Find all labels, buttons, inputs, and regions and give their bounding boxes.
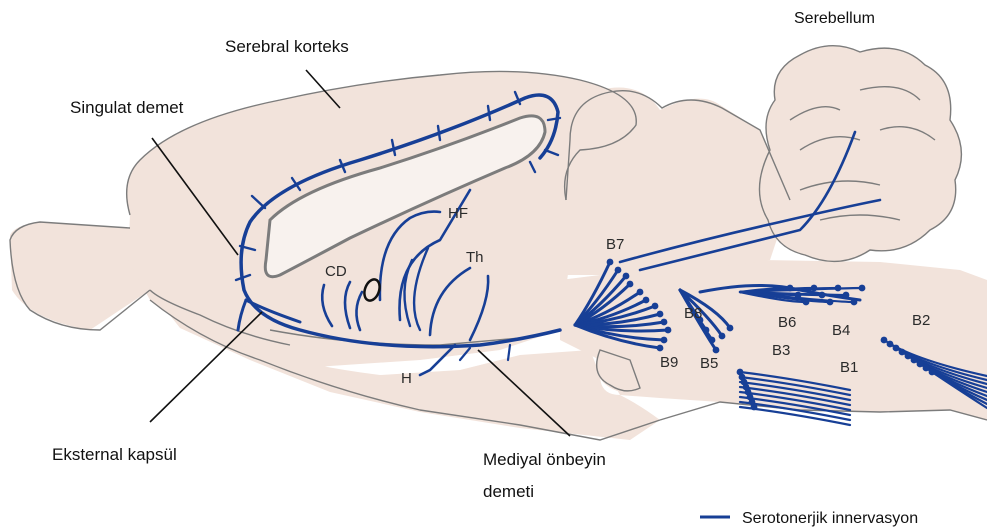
- raphe-cell: [887, 341, 894, 348]
- raphe-cell: [827, 299, 834, 306]
- raphe-cell: [893, 345, 900, 352]
- region-b6: B6: [778, 314, 796, 331]
- raphe-cell: [607, 259, 614, 266]
- raphe-cell: [661, 337, 668, 344]
- raphe-cell: [803, 299, 810, 306]
- cerebellum-label: Serebellum: [794, 10, 875, 27]
- region-b9: B9: [660, 354, 678, 371]
- raphe-cell: [657, 345, 664, 352]
- raphe-cell: [615, 267, 622, 274]
- region-b7: B7: [606, 236, 624, 253]
- raphe-cell: [819, 292, 826, 299]
- raphe-cell: [713, 347, 720, 354]
- legend-label: Serotonerjik innervasyon: [742, 510, 918, 527]
- region-b8: B8: [684, 305, 702, 322]
- raphe-cell: [652, 303, 659, 310]
- mfb-label-line2: demeti: [483, 482, 534, 501]
- raphe-cell: [661, 319, 668, 326]
- raphe-cell: [623, 273, 630, 280]
- raphe-cell: [637, 289, 644, 296]
- raphe-cell: [727, 325, 734, 332]
- region-b3: B3: [772, 342, 790, 359]
- external-capsule-label: Eksternal kapsül: [52, 445, 177, 464]
- mfb-label-line1: Mediyal önbeyin: [483, 450, 606, 469]
- raphe-cell: [905, 353, 912, 360]
- raphe-cell: [929, 369, 936, 376]
- raphe-cell: [811, 285, 818, 292]
- raphe-cell: [703, 327, 710, 334]
- raphe-cell: [719, 333, 726, 340]
- raphe-cell: [709, 337, 716, 344]
- raphe-cell: [627, 281, 634, 288]
- raphe-cell: [851, 299, 858, 306]
- region-b5: B5: [700, 355, 718, 372]
- raphe-cell: [899, 349, 906, 356]
- raphe-cell: [923, 365, 930, 372]
- raphe-cell: [787, 285, 794, 292]
- region-b4: B4: [832, 322, 850, 339]
- raphe-cell: [643, 297, 650, 304]
- legend: Serotonerjik innervasyon: [700, 510, 918, 527]
- region-h: H: [401, 370, 412, 387]
- region-cd: CD: [325, 263, 347, 280]
- raphe-cell: [665, 327, 672, 334]
- raphe-cell: [657, 311, 664, 318]
- region-b2: B2: [912, 312, 930, 329]
- cingulate-label: Singulat demet: [70, 98, 184, 117]
- raphe-cell: [835, 285, 842, 292]
- raphe-cell: [911, 357, 918, 364]
- cortex-label: Serebral korteks: [225, 37, 349, 56]
- region-b1: B1: [840, 359, 858, 376]
- pons-bulge: [596, 337, 664, 393]
- region-hf: HF: [448, 205, 468, 222]
- raphe-cell: [917, 361, 924, 368]
- raphe-cell: [859, 285, 866, 292]
- raphe-cell: [795, 292, 802, 299]
- raphe-cell: [881, 337, 888, 344]
- region-th: Th: [466, 249, 484, 266]
- raphe-cell: [843, 292, 850, 299]
- raphe-cell: [751, 404, 758, 411]
